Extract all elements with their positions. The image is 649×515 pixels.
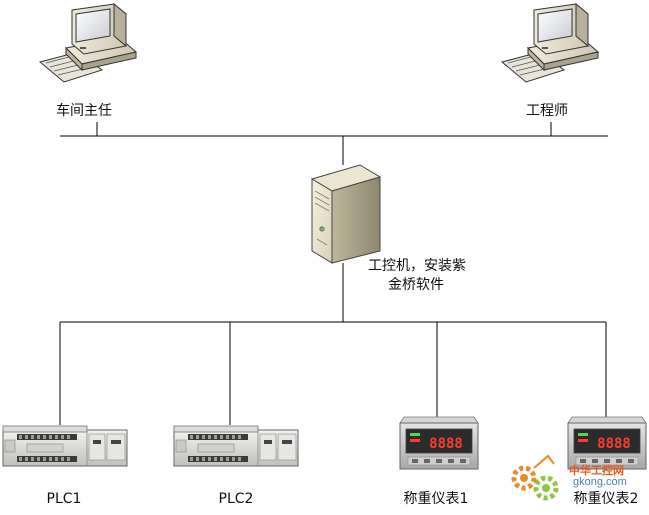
desktop-computer-icon bbox=[501, 3, 599, 83]
plc-module-icon bbox=[2, 425, 128, 467]
desktop-computer-icon bbox=[39, 3, 137, 83]
industrial-pc-label-line1: 工控机，安装紫 bbox=[368, 258, 466, 274]
weigh-meter2-label: 称重仪表2 bbox=[573, 491, 639, 507]
weighing-indicator-icon: 8888 bbox=[399, 416, 479, 470]
meter2-display-digits: 8888 bbox=[597, 436, 631, 452]
engineer-label: 工程师 bbox=[526, 103, 568, 119]
plc1-label: PLC1 bbox=[46, 491, 82, 507]
gear-logo-icon bbox=[511, 454, 559, 501]
weighing-indicator-icon: 8888 bbox=[567, 416, 647, 470]
meter1-display-digits: 8888 bbox=[429, 436, 463, 452]
watermark-text-cn: 中华工控网 bbox=[569, 464, 624, 477]
server-tower-icon bbox=[310, 164, 382, 264]
industrial-pc-label-line2: 金桥软件 bbox=[388, 277, 444, 293]
workshop-director-label: 车间主任 bbox=[56, 103, 112, 119]
watermark-text-en: gkong.com bbox=[573, 476, 627, 488]
plc-module-icon bbox=[173, 425, 299, 467]
weigh-meter1-label: 称重仪表1 bbox=[403, 491, 469, 507]
plc2-label: PLC2 bbox=[218, 491, 254, 507]
